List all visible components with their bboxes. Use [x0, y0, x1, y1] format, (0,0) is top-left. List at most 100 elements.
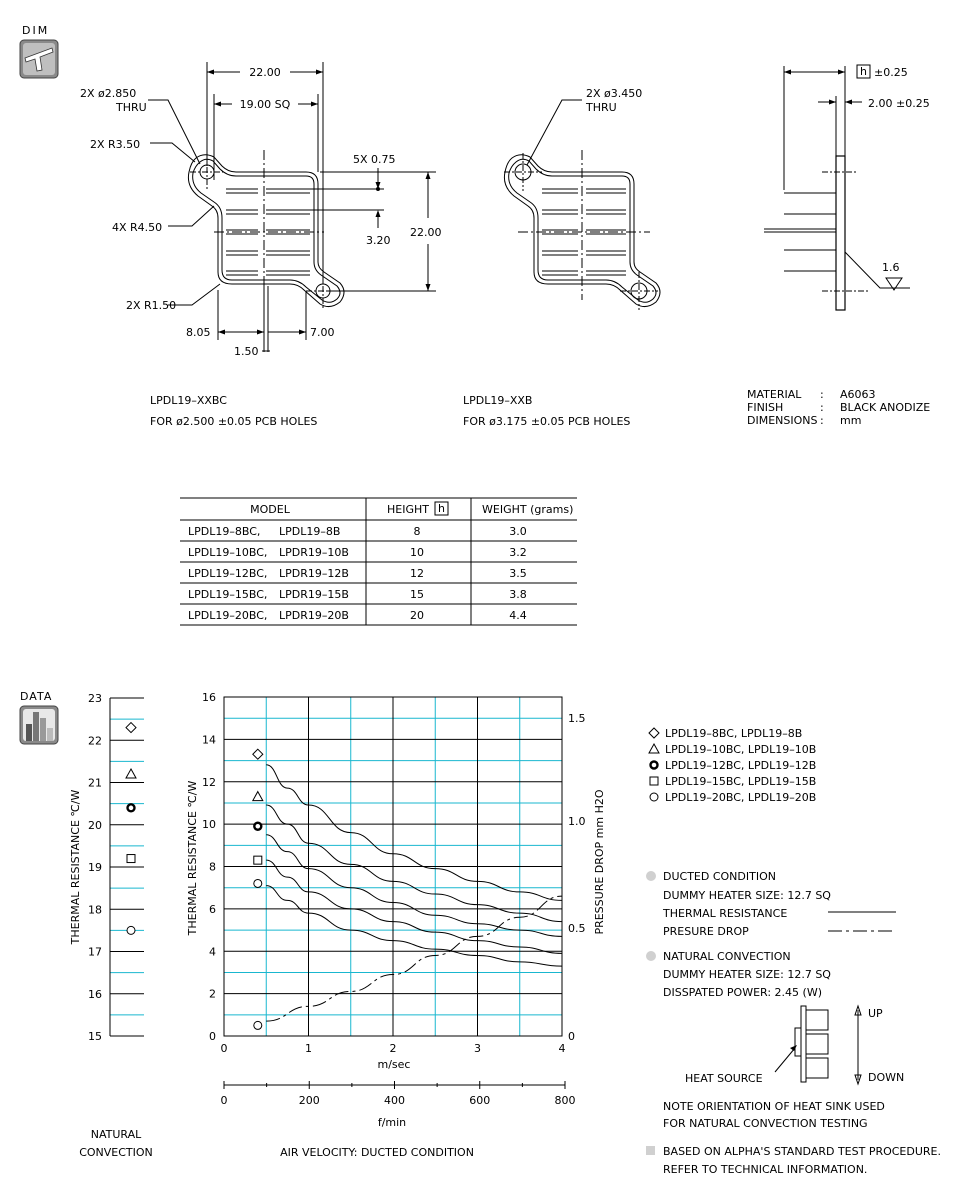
table-cell: 8: [414, 525, 421, 538]
y2-tick-label: 0: [568, 1030, 575, 1043]
y2-tick-label: 1.0: [568, 815, 586, 828]
finish-label: FINISH: [747, 401, 783, 414]
orientation-note-1: NOTE ORIENTATION OF HEAT SINK USED: [663, 1100, 885, 1113]
heatsink-top-view-bc: [148, 62, 436, 352]
table-cell: LPDR19–12B: [279, 567, 349, 580]
diamond-marker: [125, 721, 137, 734]
x2-tick-label: 800: [555, 1094, 576, 1107]
thermal-resistance-line: [266, 834, 563, 937]
x-axis-label: m/sec: [378, 1058, 411, 1071]
y-tick-label: 23: [88, 692, 102, 705]
table-cell: 3.2: [509, 546, 527, 559]
variant-bc-name: LPDL19–XXBC: [150, 394, 227, 407]
y-tick-label: 16: [88, 988, 102, 1001]
x-tick-label: 0: [221, 1042, 228, 1055]
triangle-marker: [648, 742, 660, 754]
table-cell: LPDL19–8BC,: [188, 525, 260, 538]
orientation-note-2: FOR NATURAL CONVECTION TESTING: [663, 1117, 868, 1130]
thermal-resistance-line: [266, 885, 563, 967]
x2-tick-label: 200: [299, 1094, 320, 1107]
y-axis-label: THERMAL RESISTANCE ℃/W: [186, 781, 199, 937]
y-tick-label: 20: [88, 819, 102, 832]
square-bullet-icon: [646, 1146, 655, 1155]
y2-tick-label: 1.5: [568, 712, 586, 725]
legend-label: LPDL19–15BC, LPDL19–15B: [665, 775, 816, 788]
pressure-drop-key: PRESURE DROP: [663, 925, 749, 938]
dim-805-label: 8.05: [186, 326, 211, 339]
dissipated-power: DISSPATED POWER: 2.45 (W): [663, 986, 822, 999]
x2-axis-label: f/min: [378, 1116, 406, 1129]
hole-label-bc: 2X ø2.850: [80, 87, 136, 100]
table-cell: LPDR19–10B: [279, 546, 349, 559]
y2-axis-label: PRESSURE DROP mm H2O: [593, 789, 606, 934]
square-marker: [126, 854, 136, 864]
thru-label-bc: THRU: [115, 101, 147, 114]
dim-150-label: 1.50: [234, 345, 259, 358]
bar-chart-icon: [19, 705, 59, 745]
table-body: LPDL19–8BC, LPDL19–8B 8 3.0 LPDL19–10BC,…: [188, 525, 527, 622]
legend-label: LPDL19–12BC, LPDL19–12B: [665, 759, 816, 772]
table-cell: LPDL19–12BC,: [188, 567, 267, 580]
dimensions-label: DIMENSIONS: [747, 414, 817, 427]
height-2200-label: 22.00: [410, 226, 442, 239]
triangle-marker: [125, 768, 137, 779]
variant-bc-pcb: FOR ø2.500 ±0.05 PCB HOLES: [150, 415, 317, 428]
width-1900-label: 19.00 SQ: [240, 98, 291, 111]
y-tick-label: 16: [202, 691, 216, 704]
circle-marker: [253, 878, 263, 888]
table-header-weight: WEIGHT (grams): [482, 503, 573, 516]
natural-heater: DUMMY HEATER SIZE: 12.7 SQ: [663, 968, 831, 981]
y2-tick-label: 0.5: [568, 922, 586, 935]
circle-marker: [126, 925, 136, 935]
finish-value: BLACK ANODIZE: [840, 401, 930, 414]
plot-frame: [223, 696, 563, 1037]
table-cell: LPDL19–10BC,: [188, 546, 267, 559]
variant-b-pcb: FOR ø3.175 ±0.05 PCB HOLES: [463, 415, 630, 428]
table-cell: 3.8: [509, 588, 527, 601]
y-axis-label: THERMAL RESISTANCE ℃/W: [69, 790, 82, 946]
y-tick-label: 10: [202, 818, 216, 831]
thermal-resistance-line: [266, 859, 563, 954]
y-tick-label: 12: [202, 776, 216, 789]
bullet-icon: [646, 951, 656, 961]
y-tick-label: 0: [209, 1030, 216, 1043]
thermal-resistance-line: [266, 804, 563, 923]
circle-marker: [649, 792, 659, 802]
table-cell: LPDL19–20BC,: [188, 609, 267, 622]
x-tick-label: 2: [390, 1042, 397, 1055]
data-section-title: DATA: [20, 690, 52, 703]
legend-label: LPDL19–20BC, LPDL19–20B: [665, 791, 816, 804]
bold-circle-marker: [126, 803, 136, 813]
legend-label: LPDL19–8BC, LPDL19–8B: [665, 727, 802, 740]
surface-finish-label: 1.6: [882, 261, 900, 274]
x-tick-label: 1: [305, 1042, 312, 1055]
h-box-label: h: [860, 65, 867, 78]
diamond-marker: [648, 727, 660, 739]
pressure-drop-line: [266, 895, 563, 1022]
up-label: UP: [868, 1007, 883, 1020]
square-marker: [253, 855, 263, 865]
natural-caption-line1: NATURAL: [91, 1128, 142, 1141]
radius-450-label: 4X R4.50: [112, 221, 162, 234]
table-cell: 3.5: [509, 567, 527, 580]
y-tick-label: 4: [209, 945, 216, 958]
diamond-marker: [252, 748, 264, 760]
model-table: [180, 497, 577, 626]
radius-150-label: 2X R1.50: [126, 299, 176, 312]
y-tick-label: 19: [88, 861, 102, 874]
x-tick-label: 3: [474, 1042, 481, 1055]
heat-source-label: HEAT SOURCE: [685, 1072, 763, 1085]
table-header-height: HEIGHT: [387, 503, 429, 516]
bold-circle-marker: [649, 760, 659, 770]
down-label: DOWN: [868, 1071, 904, 1084]
heatsink-top-view-b: [503, 99, 661, 310]
table-cell: LPDL19–15BC,: [188, 588, 267, 601]
thermal-resistance-key: THERMAL RESISTANCE: [662, 907, 787, 920]
circle-marker: [253, 1020, 263, 1030]
x2-tick-label: 400: [384, 1094, 405, 1107]
ducted-caption: AIR VELOCITY: DUCTED CONDITION: [280, 1146, 474, 1159]
caliper-icon: [19, 39, 59, 79]
natural-caption-line2: CONVECTION: [79, 1146, 153, 1159]
natural-title: NATURAL CONVECTION: [663, 950, 791, 963]
thermal-resistance-line: [266, 764, 563, 901]
